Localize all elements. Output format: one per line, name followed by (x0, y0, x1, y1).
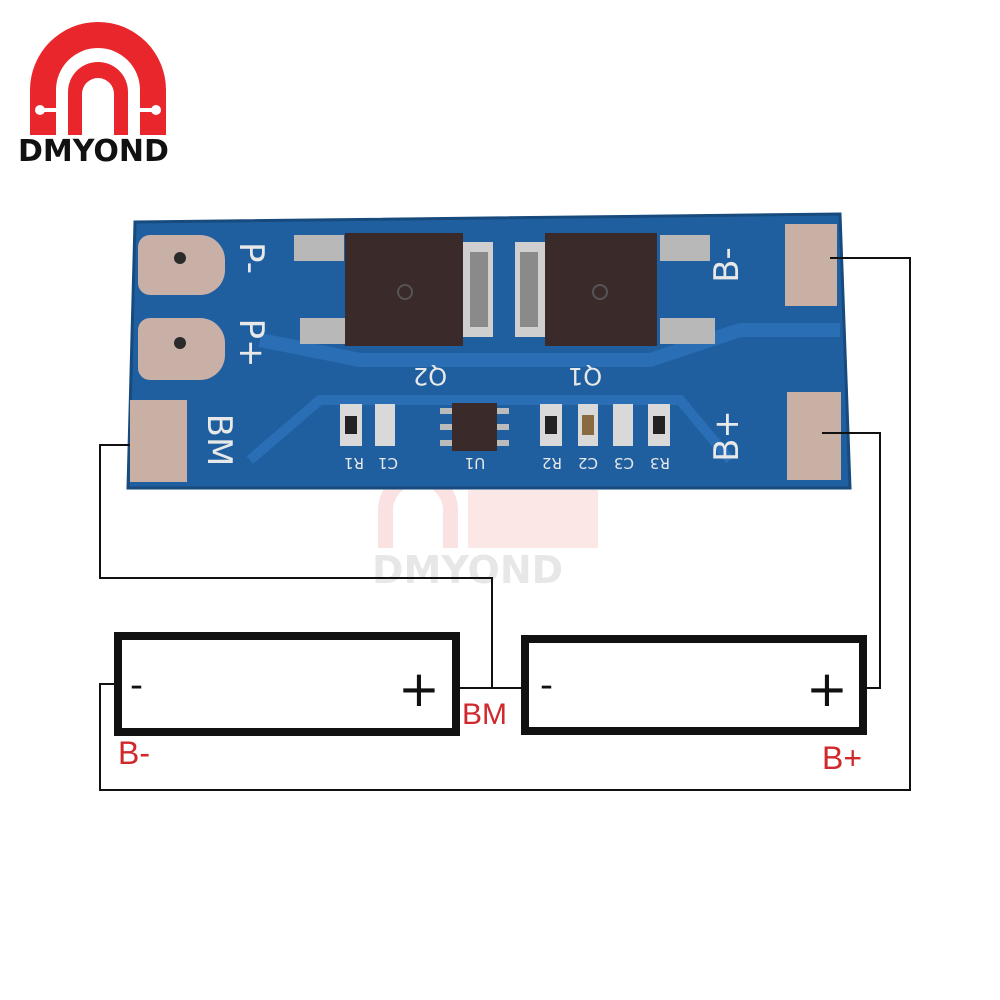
silk-c2: C2 (578, 454, 598, 472)
component-c3 (613, 404, 633, 446)
silk-q1: Q1 (568, 362, 602, 390)
pad-p-minus (138, 235, 225, 295)
silk-c1: C1 (378, 454, 398, 472)
silk-q2: Q2 (413, 362, 447, 390)
pad-bm (130, 400, 187, 482)
label-b-plus: B+ (822, 740, 863, 776)
pad-b-plus (787, 392, 841, 480)
silk-p-minus: P- (231, 242, 271, 274)
silk-b-minus: B- (707, 247, 747, 283)
pcb-board (126, 212, 852, 490)
mosfet-q1 (515, 233, 715, 346)
silk-b-plus: B+ (707, 410, 747, 462)
silk-u1: U1 (465, 454, 486, 472)
silk-r2: R2 (542, 454, 562, 472)
battery-right-plus: + (806, 660, 848, 718)
silk-r1: R1 (344, 454, 364, 472)
battery-right (521, 635, 867, 735)
component-u1 (440, 403, 509, 451)
pad-b-minus (785, 224, 837, 306)
silk-bm: BM (199, 414, 239, 467)
wires (99, 257, 911, 791)
mosfet-q2 (294, 233, 493, 346)
battery-right-minus: - (540, 665, 553, 706)
battery-left-plus: + (398, 660, 440, 718)
silk-p-plus: P+ (231, 319, 271, 368)
silk-r3: R3 (650, 454, 670, 472)
watermark-text: DMYOND (372, 548, 564, 592)
pad-p-plus (138, 318, 225, 380)
label-b-minus: B- (118, 735, 150, 771)
battery-left-minus: - (130, 665, 143, 706)
brand-logo-icon (30, 22, 166, 135)
label-bm: BM (462, 698, 507, 731)
silk-c3: C3 (614, 454, 634, 472)
brand-logo-text: DMYOND (18, 134, 169, 169)
component-c1 (375, 404, 395, 446)
